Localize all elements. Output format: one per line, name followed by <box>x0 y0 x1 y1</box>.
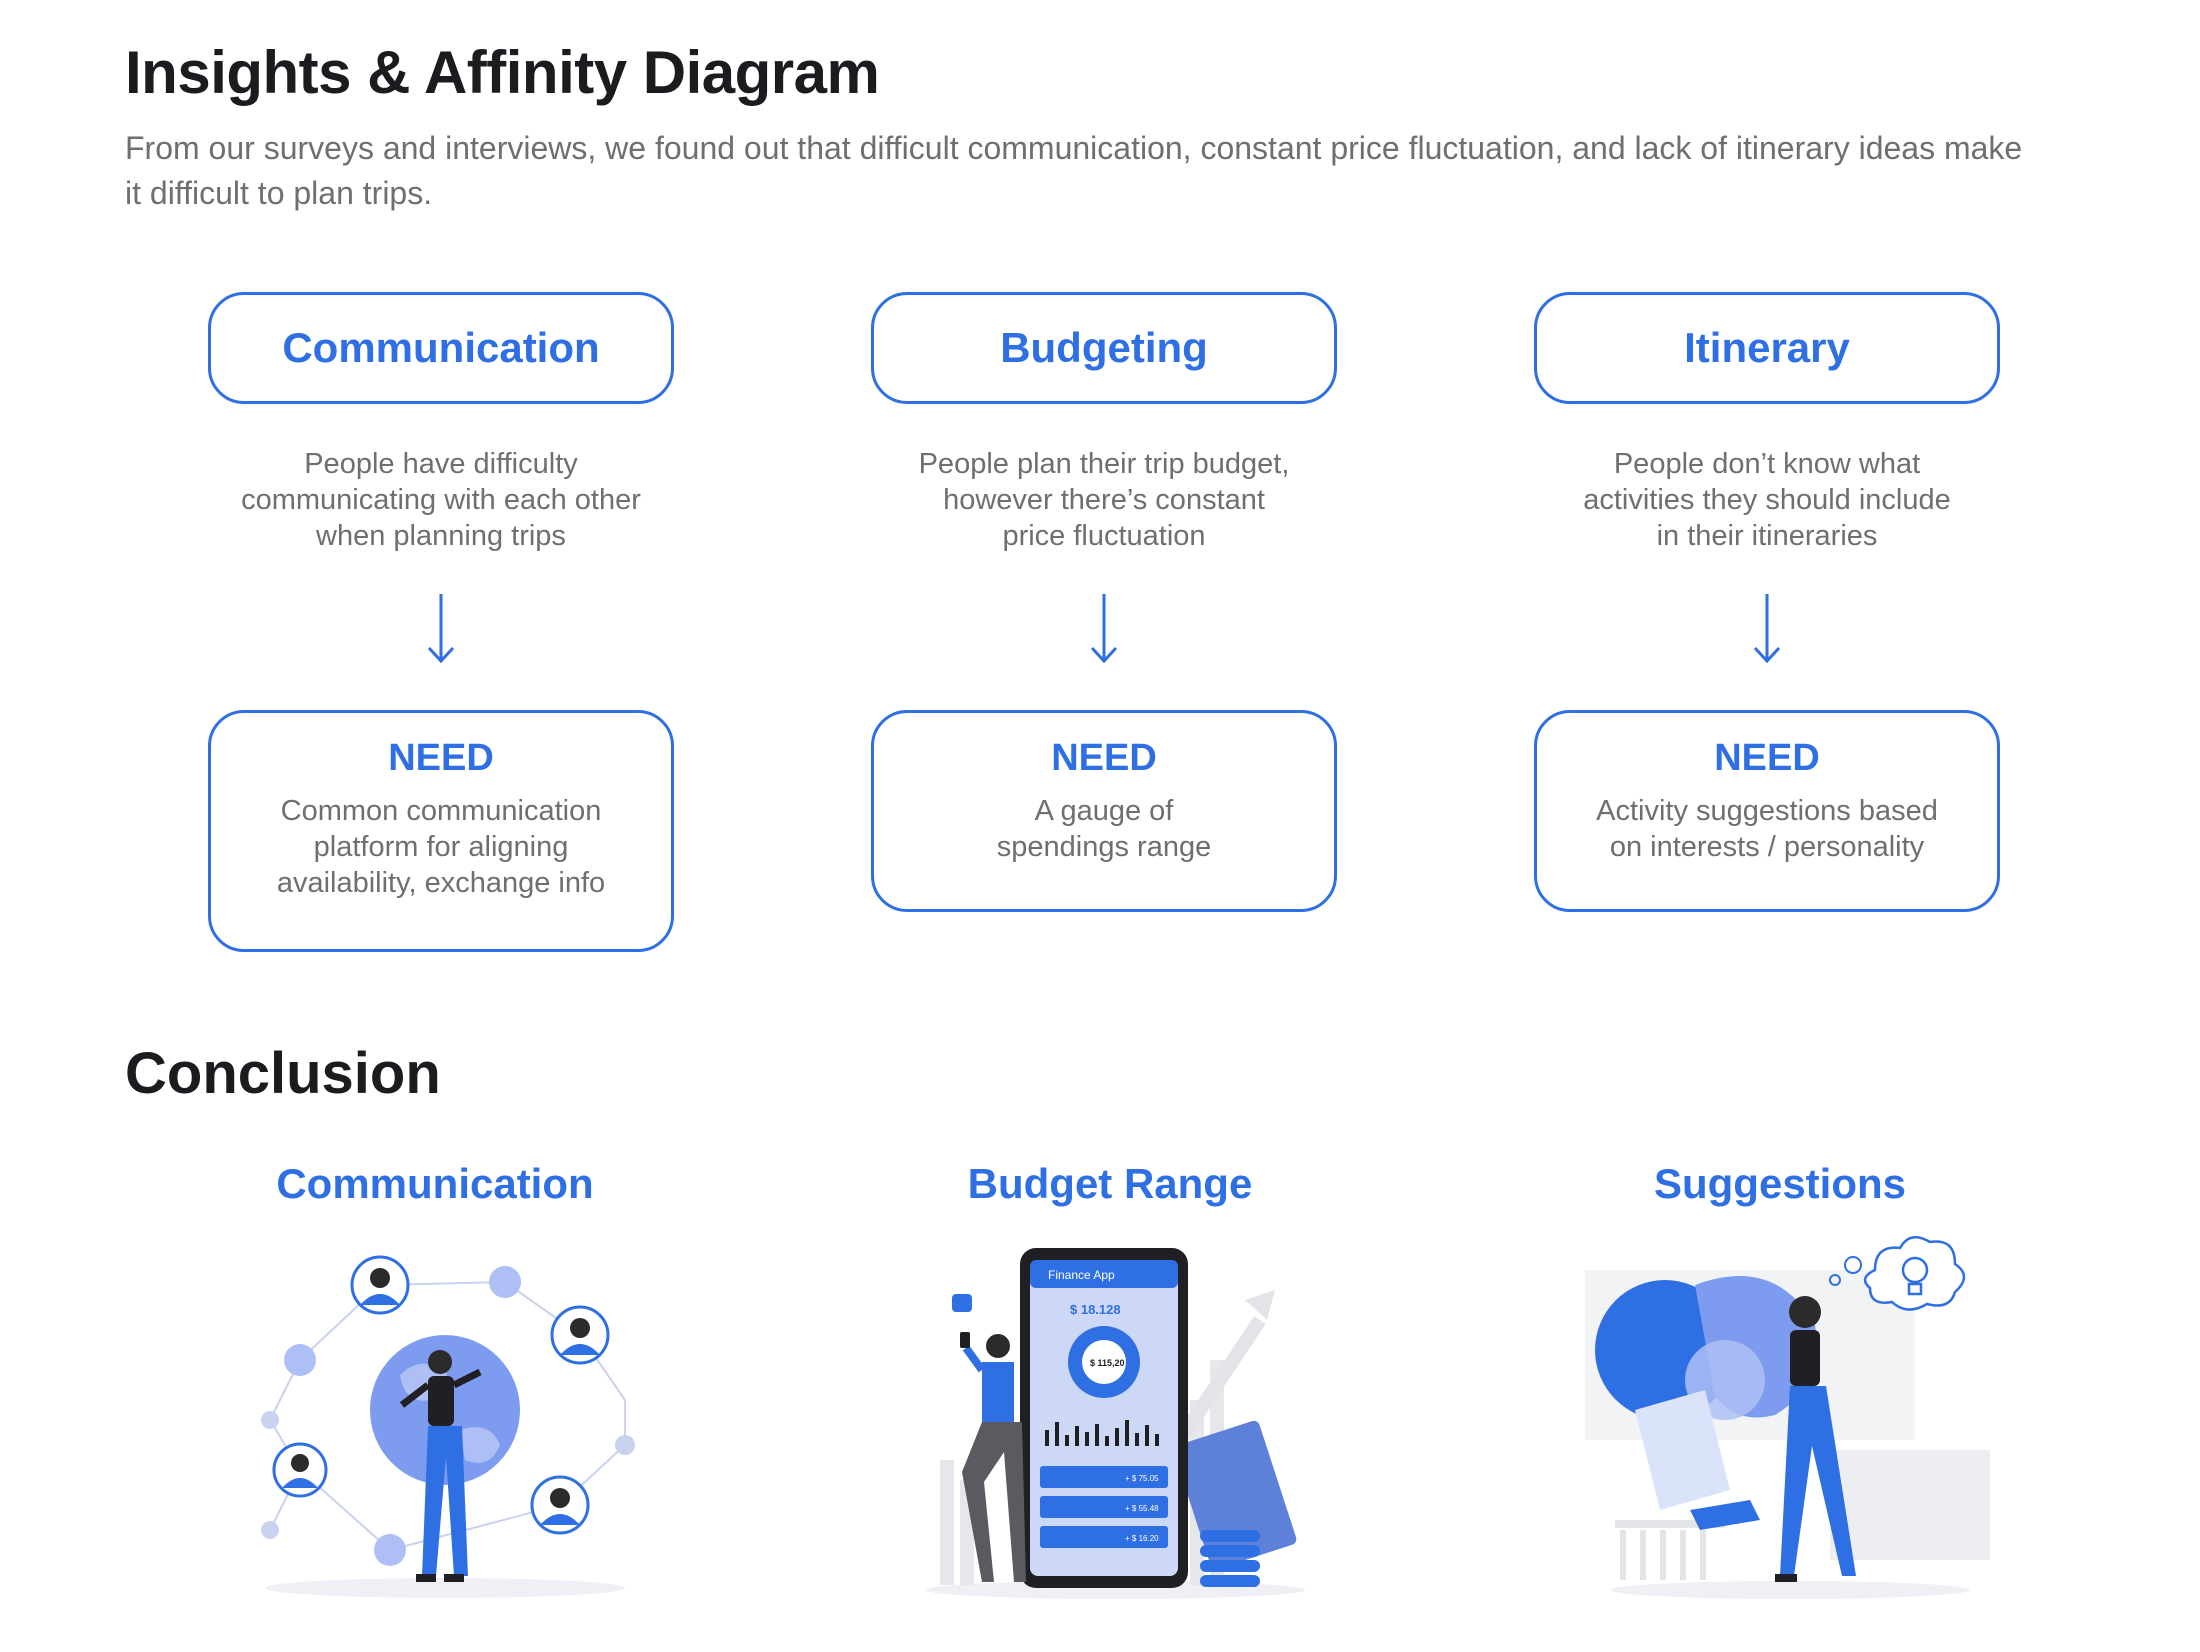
need-label: NEED <box>1714 737 1820 779</box>
page-title: Insights & Affinity Diagram <box>125 39 880 106</box>
finance-app-phone-illustration: Finance App $ 18.128 $ 115,20 + $ 75.05 … <box>925 1248 1305 1599</box>
category-pill-budgeting: Budgeting <box>871 292 1337 404</box>
phone-row-2: + $ 55.48 <box>1125 1504 1159 1513</box>
conclusion-title-suggestions: Suggestions <box>1653 1160 1907 1207</box>
down-arrow-icon <box>427 594 455 664</box>
need-box-itinerary: NEED Activity suggestions based on inter… <box>1534 710 2000 912</box>
down-arrow-icon <box>1753 594 1781 664</box>
need-box-communication: NEED Common communication platform for a… <box>208 710 674 952</box>
need-label: NEED <box>388 737 494 779</box>
need-label: NEED <box>1051 737 1157 779</box>
need-text-communication: Common communication platform for aligni… <box>276 795 606 899</box>
problem-text-itinerary: People don’t know what activities they s… <box>1583 448 1951 552</box>
phone-row-3: + $ 16.20 <box>1125 1534 1159 1543</box>
phone-row-1: + $ 75.05 <box>1125 1474 1159 1483</box>
conclusion-title-communication: Communication <box>276 1160 594 1207</box>
category-pill-communication: Communication <box>208 292 674 404</box>
need-box-budgeting: NEED A gauge of spendings range <box>871 710 1337 912</box>
avatar <box>350 1255 410 1315</box>
category-pill-itinerary: Itinerary <box>1534 292 2000 404</box>
phone-center-value: $ 115,20 <box>1090 1358 1125 1368</box>
intro-text: From our surveys and interviews, we foun… <box>125 130 2023 211</box>
phone-app-name: Finance App <box>1048 1268 1115 1282</box>
need-text-itinerary: Activity suggestions based on interests … <box>1596 795 1938 863</box>
need-text-budgeting: A gauge of spendings range <box>996 795 1212 863</box>
phone-balance: $ 18.128 <box>1070 1302 1121 1317</box>
problem-text-budgeting: People plan their trip budget, however t… <box>918 448 1290 552</box>
conclusion-heading: Conclusion <box>125 1041 441 1106</box>
problem-text-communication: People have difficulty communicating wit… <box>241 448 641 552</box>
people-network-globe-illustration <box>261 1255 635 1598</box>
conclusion-title-budget-range: Budget Range <box>967 1160 1253 1207</box>
idea-lightbulb-illustration <box>1585 1235 1990 1599</box>
down-arrow-icon <box>1090 594 1118 664</box>
